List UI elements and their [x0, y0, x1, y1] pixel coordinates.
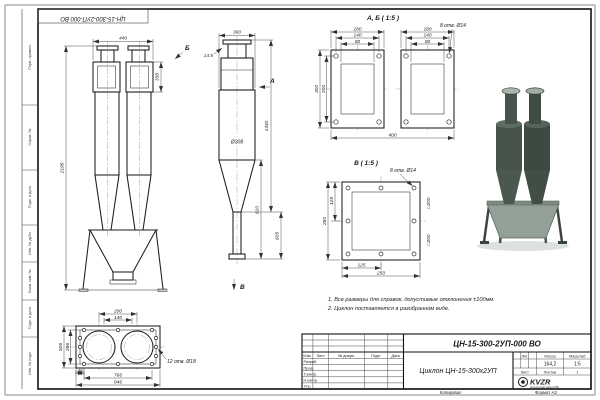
label-sq200: □200 — [426, 234, 432, 245]
col-podp: Подп. — [371, 354, 381, 358]
holes-note-base: 12 отв. Ø18 — [167, 359, 196, 365]
note-line-2: 2. Циклон поставляется в разобранном вид… — [327, 306, 450, 312]
dia-308: Ø308 — [230, 140, 243, 146]
dim-14-5: 14.5 — [204, 53, 214, 59]
view-arrow-v: В — [240, 284, 245, 291]
title-block: ЦН-15-300-2УП-000 ВО Циклон ЦН-15-300х2У… — [301, 333, 592, 390]
dim-80: 80 — [425, 39, 431, 45]
col-izm: Изм. — [303, 354, 311, 358]
dim-125: 125 — [357, 263, 365, 269]
dim-286: 286 — [65, 343, 71, 352]
view-ab-title: А, Б ( 1:5 ) — [366, 15, 399, 22]
dim-360: 360 — [233, 30, 241, 36]
doc-number: ЦН-15-300-2УП-000 ВО — [453, 340, 541, 349]
side-view: Ø308 360 14.5 1340 810 605 А В — [204, 30, 283, 291]
logo-gear-icon — [521, 380, 525, 384]
margin-labels: Перв. примен. Справ. № Подп. и дата Инв.… — [28, 44, 32, 374]
cyclone-3d-render — [477, 87, 569, 251]
copied-label: Копировал — [440, 390, 462, 395]
front-view: 440 2195 338 Б — [60, 36, 190, 292]
dim-125: 125 — [329, 197, 335, 205]
flange-ab-view: А, Б ( 1:5 ) 180 140 80 180 140 80 300 2… — [314, 15, 466, 140]
margin-label: Подп. и дата — [28, 185, 32, 208]
row-utv: Утв. — [304, 385, 311, 389]
format-label: Формат А3 — [535, 390, 557, 395]
dim-2195: 2195 — [60, 162, 66, 174]
logo-subtext: Копыльский завод РЗФ — [530, 385, 559, 389]
dim-946: 946 — [114, 380, 122, 386]
mass-value: 164,2 — [544, 362, 557, 368]
row-prov: Пров. — [304, 366, 314, 370]
margin-label: Перв. примен. — [28, 44, 32, 69]
dim-250: 250 — [376, 271, 385, 277]
holes-note-ab: 8 отв. Ø14 — [440, 23, 466, 29]
note-line-1: 1. Все размеры для справок, допустимые о… — [328, 297, 495, 303]
margin-label: Справ. № — [28, 128, 32, 145]
holes-note-v: 8 отв. Ø14 — [390, 168, 416, 174]
product-name: Циклон ЦН-15-300х2УП — [419, 368, 497, 375]
dim-1340: 1340 — [264, 120, 270, 131]
dim-605: 605 — [275, 232, 281, 240]
stamp-doc-number: ЦН-15-300-2УП-000 ВО — [60, 15, 125, 21]
dim-200: 200 — [113, 309, 122, 315]
view-arrow-b: Б — [185, 45, 190, 52]
sheets-label: Листов — [544, 370, 556, 374]
technical-notes: 1. Все размеры для справок, допустимые о… — [327, 297, 495, 312]
dim-300: 300 — [314, 85, 320, 93]
scale-value: 1:5 — [574, 362, 581, 368]
sheets-value: 1 — [576, 370, 578, 374]
base-view: 200 140 506 286 46 766 946 12 отв. Ø18 — [58, 309, 196, 387]
row-nkontr: Н.контр. — [304, 379, 319, 383]
dim-140: 140 — [423, 33, 431, 39]
logo-text: KVZR — [530, 378, 551, 387]
dim-180: 180 — [423, 27, 431, 33]
col-docum: № докум. — [338, 354, 355, 358]
dim-140: 140 — [353, 33, 361, 39]
margin-label: Взам. инв. № — [28, 269, 32, 293]
dim-506: 506 — [58, 343, 64, 351]
mass-label: Масса — [544, 355, 556, 359]
dim-250: 250 — [322, 217, 328, 226]
dim-400: 400 — [388, 133, 396, 139]
margin-label: Подп. и дата — [28, 306, 32, 329]
dim-180: 180 — [353, 27, 361, 33]
col-list: Лист — [317, 354, 326, 358]
margin-label: Инв. № подл. — [28, 351, 32, 375]
view-v-title: В ( 1:5 ) — [354, 160, 378, 167]
dim-80: 80 — [355, 39, 361, 45]
dim-200: 200 — [321, 85, 327, 94]
flange-v-view: В ( 1:5 ) 250 125 125 250 □200 □200 8 от… — [322, 160, 432, 278]
dim-46: 46 — [77, 368, 83, 374]
lit-label: Лит. — [521, 355, 528, 359]
scale-label: Масштаб — [569, 355, 586, 359]
margin-label: Инв. № дубл. — [28, 231, 32, 255]
bottom-margin: Копировал Формат А3 — [440, 390, 557, 395]
label-sq200: □200 — [426, 197, 432, 208]
row-razrab: Разраб. — [304, 360, 318, 364]
col-data: Дата — [391, 354, 400, 358]
view-arrow-a: А — [269, 78, 275, 85]
sheet-label: Лист — [521, 370, 530, 374]
dim-338: 338 — [155, 73, 161, 81]
dim-766: 766 — [114, 373, 122, 379]
dim-440: 440 — [119, 36, 127, 42]
top-stamp: ЦН-15-300-2УП-000 ВО — [37, 8, 149, 24]
row-tkontr: Т.контр. — [304, 372, 318, 376]
dim-140: 140 — [114, 315, 122, 321]
dim-810: 810 — [255, 206, 261, 214]
